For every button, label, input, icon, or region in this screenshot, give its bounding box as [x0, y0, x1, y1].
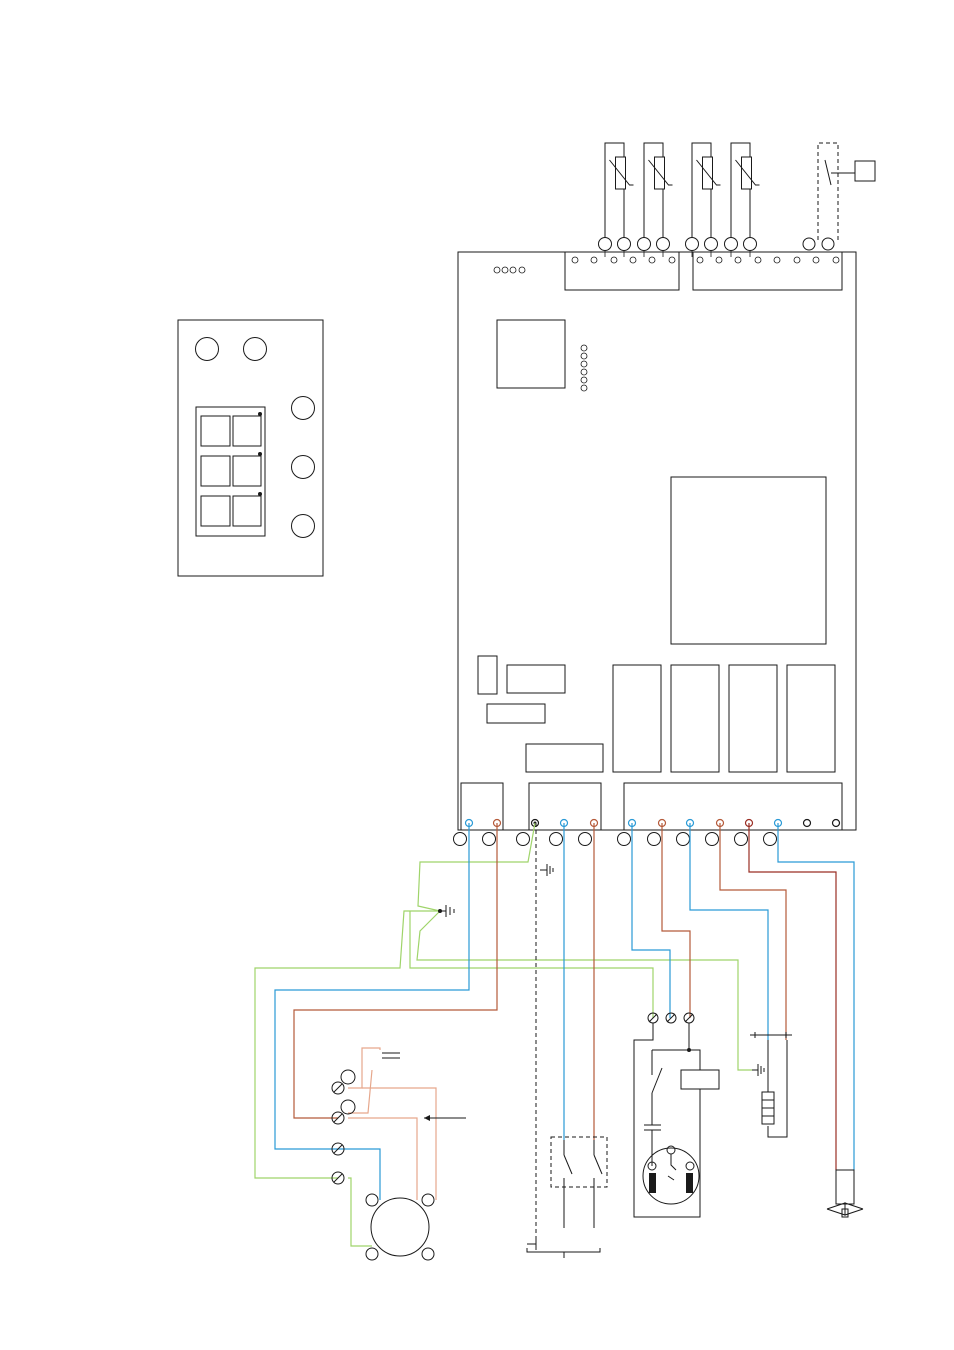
display-button-3[interactable]: [292, 397, 315, 420]
terminal-screw: [804, 820, 811, 827]
wiring: [255, 823, 854, 1250]
compressor-icon: [332, 1070, 434, 1260]
status-leds: [494, 267, 525, 273]
terminal-screw: [572, 257, 578, 263]
connector-terminal: [550, 833, 563, 846]
control-board: [454, 252, 857, 846]
terminal-screw: [649, 257, 655, 263]
display-button-5[interactable]: [292, 515, 315, 538]
relay-4: [787, 665, 835, 772]
fan-motor-icon: [634, 1013, 719, 1217]
connector-terminal: [735, 833, 748, 846]
terminal-screw: [833, 820, 840, 827]
terminal-screw: [794, 257, 800, 263]
capacitor-icon: [382, 1053, 400, 1058]
connector-terminal: [618, 833, 631, 846]
bottom-terminal-screws: [454, 820, 840, 846]
processor-chip: [497, 320, 565, 388]
terminal-screw: [630, 257, 636, 263]
display-button-1[interactable]: [196, 338, 219, 361]
terminal-screw: [669, 257, 675, 263]
terminal-screw: [697, 257, 703, 263]
top-terminal-block-left: [565, 252, 679, 290]
seven-segment-display: [196, 407, 265, 536]
ground-icon: [540, 864, 553, 876]
connector-terminal: [648, 833, 661, 846]
connector-terminal: [454, 833, 467, 846]
ground-icon: [438, 905, 454, 917]
display-button-4[interactable]: [292, 456, 315, 479]
top-terminal-block-right: [693, 252, 842, 290]
relay-3: [729, 665, 777, 772]
controller-display-panel: [178, 320, 323, 576]
small-component-2: [507, 665, 565, 693]
small-component-1: [478, 656, 497, 694]
connector-terminal: [706, 833, 719, 846]
connector-terminal: [517, 833, 530, 846]
header-pins: [581, 345, 587, 391]
temperature-sensors: [599, 143, 760, 257]
small-component-3: [487, 704, 545, 723]
connector-terminal: [677, 833, 690, 846]
arrow-annotation: [424, 1115, 466, 1121]
connector-terminal: [764, 833, 777, 846]
top-terminal-screws: [572, 257, 839, 263]
relay-2: [671, 665, 719, 772]
solenoid-valve-icon: [827, 1170, 863, 1217]
terminal-screw: [716, 257, 722, 263]
thermistor-icon: [686, 143, 721, 257]
bottom-terminal-block-1: [461, 783, 503, 830]
ground-icon: [752, 1064, 764, 1076]
terminal-screw: [813, 257, 819, 263]
connector-terminal: [483, 833, 496, 846]
display-button-2[interactable]: [244, 338, 267, 361]
thermistor-icon: [638, 143, 673, 257]
main-switch-icon: [527, 1137, 607, 1258]
heater-icon: [750, 1032, 792, 1137]
connector-terminal: [579, 833, 592, 846]
transformer: [671, 477, 826, 644]
terminal-screw: [611, 257, 617, 263]
terminal-screw: [774, 257, 780, 263]
small-component-4: [526, 744, 603, 772]
relay-1: [613, 665, 661, 772]
terminal-screw: [591, 257, 597, 263]
terminal-screw: [755, 257, 761, 263]
terminal-screw: [833, 257, 839, 263]
terminal-screw: [735, 257, 741, 263]
door-switch-icon: [803, 143, 875, 250]
thermistor-icon: [725, 143, 760, 257]
bottom-terminal-block-3: [624, 783, 842, 830]
thermistor-icon: [599, 143, 634, 257]
